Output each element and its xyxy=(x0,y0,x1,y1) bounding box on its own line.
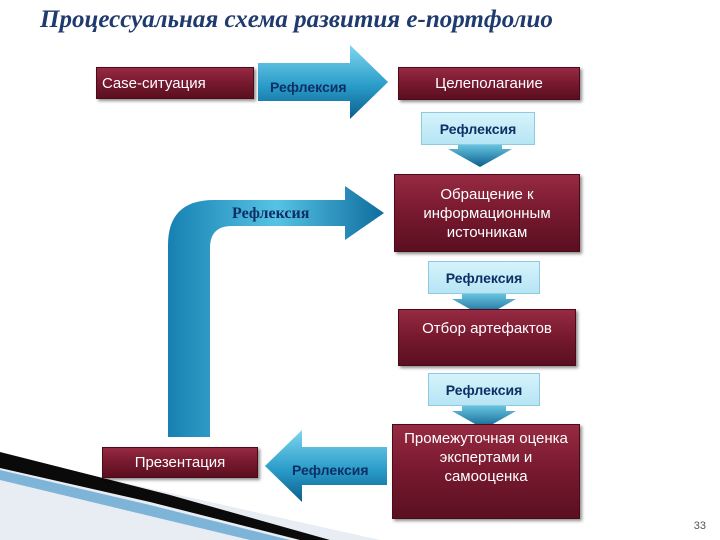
node-artifacts: Отбор артефактов xyxy=(398,309,576,366)
arrow-down-3 xyxy=(452,404,516,429)
reflection-label-top-arrow: Рефлексия xyxy=(270,79,347,95)
decor-sweep-dark xyxy=(0,452,330,540)
arrow-down-1 xyxy=(448,143,512,167)
reflection-label-down-2: Рефлексия xyxy=(428,261,540,294)
node-goal: Целеполагание xyxy=(398,67,580,100)
arrow-right-top xyxy=(258,45,388,119)
node-assessment: Промежуточная оценка экспертами и самооц… xyxy=(392,424,580,519)
reflection-label-l-arrow: Рефлексия xyxy=(232,205,310,222)
page-number: 33 xyxy=(693,520,706,532)
reflection-label-down-1: Рефлексия xyxy=(421,112,535,145)
page-title: Процессуальная схема развития е-портфоли… xyxy=(40,6,553,33)
node-sources: Обращение к информационным источникам xyxy=(394,174,580,252)
decor-sweep-blue xyxy=(0,470,290,540)
arrow-left-bottom xyxy=(265,430,387,502)
reflection-label-left-arrow: Рефлексия xyxy=(292,462,369,478)
node-case: Case-ситуация xyxy=(96,67,254,99)
reflection-label-down-3: Рефлексия xyxy=(428,373,540,406)
arrow-down-2 xyxy=(452,292,516,317)
arrow-l-shape xyxy=(168,186,384,437)
node-presentation: Презентация xyxy=(102,447,258,478)
